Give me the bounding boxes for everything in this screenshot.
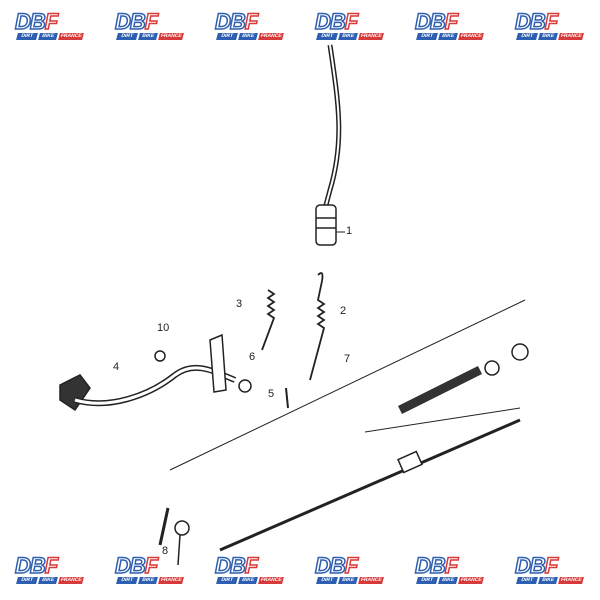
callout-7: 7: [344, 353, 351, 365]
callout-2: 2: [340, 305, 347, 317]
callout-8: 8: [162, 545, 169, 557]
callout-10: 10: [157, 322, 170, 334]
brake-pedal: [59, 333, 252, 412]
callout-1: 1: [346, 225, 353, 237]
callout-6: 6: [249, 351, 256, 363]
callout-3: 3: [236, 298, 243, 310]
callout-5: 5: [268, 388, 275, 400]
callout-4: 4: [113, 361, 120, 373]
speedometer-cable: [315, 44, 345, 246]
springs: [261, 272, 326, 409]
brake-rod: [158, 299, 529, 566]
